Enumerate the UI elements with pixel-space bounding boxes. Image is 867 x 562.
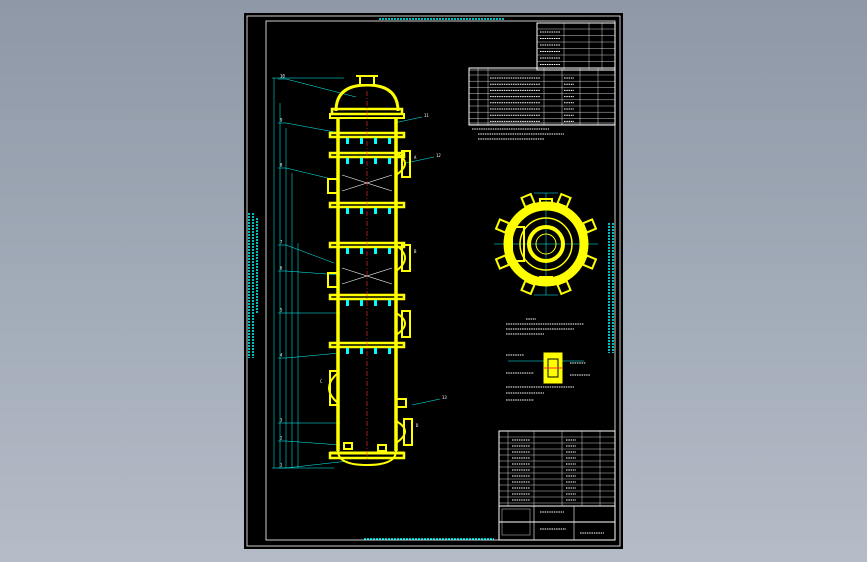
flange-bolt [360, 158, 363, 164]
callout-leader [285, 122, 341, 134]
support-lug [520, 192, 536, 209]
flange-bolt [388, 248, 391, 254]
callout-number: 3 [280, 418, 283, 423]
technical-notes [506, 318, 584, 335]
side-nozzles [327, 150, 413, 452]
flange-bolt [360, 208, 363, 214]
left-requirement-notes [248, 213, 258, 358]
dimension-lines [272, 77, 344, 469]
callout-number: 12 [436, 153, 441, 158]
flange-bolt [388, 158, 391, 164]
callout-number: 1 [280, 463, 283, 468]
flange-bolt [346, 348, 349, 354]
support-lug [581, 254, 598, 270]
callout-number: 9 [280, 118, 283, 123]
flange-bolt [374, 158, 377, 164]
flange-bolt [374, 300, 377, 306]
flange-bolt [346, 158, 349, 164]
flange-bolt [360, 248, 363, 254]
title-block [498, 505, 616, 541]
flange-bolt [346, 208, 349, 214]
callout-number: 5 [280, 308, 283, 313]
callout-number: 2 [280, 436, 283, 441]
nozzle-tag: B [414, 249, 417, 254]
flange-bolt [374, 248, 377, 254]
nozzle-table [468, 22, 616, 126]
flange-bolt [360, 138, 363, 144]
support-lug [520, 279, 536, 296]
flange-bolt [360, 348, 363, 354]
callout-number: 4 [280, 353, 283, 358]
flange-bolt [346, 300, 349, 306]
support-lug [556, 279, 572, 296]
callout-leader [285, 244, 335, 264]
callout-number: 8 [280, 163, 283, 168]
callout-leader [285, 460, 349, 469]
outer-border [246, 15, 621, 547]
nozzle-tag: C [320, 379, 323, 384]
flange-bolt [346, 138, 349, 144]
nozzle-tags: A B C D [320, 155, 419, 428]
weld-detail [506, 352, 590, 384]
flange-bolt [388, 208, 391, 214]
callout-leader [285, 440, 341, 446]
flange-bolt [360, 300, 363, 306]
support-lug [494, 218, 511, 234]
callout-leader [285, 352, 341, 359]
nozzle-tag: D [416, 423, 419, 428]
support-lug [581, 218, 598, 234]
callout-number: 10 [280, 74, 285, 79]
callout-number: 7 [280, 240, 283, 245]
nozzle-tag: A [414, 155, 417, 160]
inner-border [265, 20, 616, 541]
bill-of-materials [498, 430, 616, 523]
flange-bolt [388, 138, 391, 144]
callout-leader [411, 398, 441, 406]
flange-bolt [346, 248, 349, 254]
flange-bolt [388, 348, 391, 354]
right-requirement-notes [608, 223, 614, 353]
flange-bolt [374, 348, 377, 354]
callout-leader [285, 78, 357, 98]
callout-leader [285, 270, 341, 276]
callout-number: 11 [424, 113, 429, 118]
callout-number: 6 [280, 266, 283, 271]
table-notes [472, 128, 564, 140]
support-lug [494, 254, 511, 270]
callout-leader [393, 116, 423, 124]
plan-view [494, 192, 598, 296]
callout-number: 13 [442, 395, 447, 400]
flange-bolt [374, 138, 377, 144]
flange-bolt [388, 300, 391, 306]
lower-notes [506, 386, 574, 401]
support-lug [556, 192, 572, 209]
flange-bolt [374, 208, 377, 214]
